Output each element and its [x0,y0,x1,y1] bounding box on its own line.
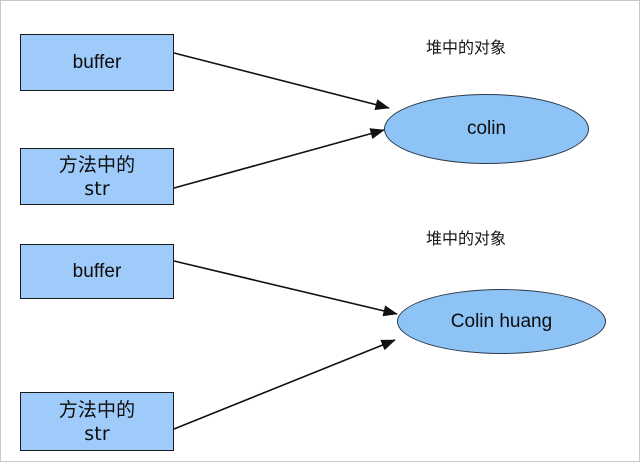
arrow-bottom-buffer-to-colin-huang [173,260,398,317]
node-label-bottom-method-str: 方法中的 str [58,398,136,445]
caption-heap-object-bottom: 堆中的对象 [426,229,507,248]
node-label-ellipse-colin: colin [466,118,507,139]
node-box-top-buffer[interactable]: buffer [20,34,174,91]
node-label-bottom-buffer: buffer [72,260,122,282]
node-ellipse-colin[interactable]: colin [384,94,589,164]
node-label-ellipse-colin-huang: Colin huang [450,310,553,332]
node-ellipse-colin-huang[interactable]: Colin huang [397,289,606,354]
arrow-top-str-to-colin [173,128,385,189]
arrow-bottom-str-to-colin-huang [173,339,396,430]
node-box-bottom-buffer[interactable]: buffer [20,244,174,299]
node-box-bottom-method-str[interactable]: 方法中的 str [20,392,174,451]
node-label-top-method-str: 方法中的 str [58,153,136,200]
caption-heap-object-top: 堆中的对象 [426,38,507,57]
node-box-top-method-str[interactable]: 方法中的 str [20,148,174,205]
arrow-top-buffer-to-colin [173,52,390,111]
node-label-top-buffer: buffer [72,51,122,73]
